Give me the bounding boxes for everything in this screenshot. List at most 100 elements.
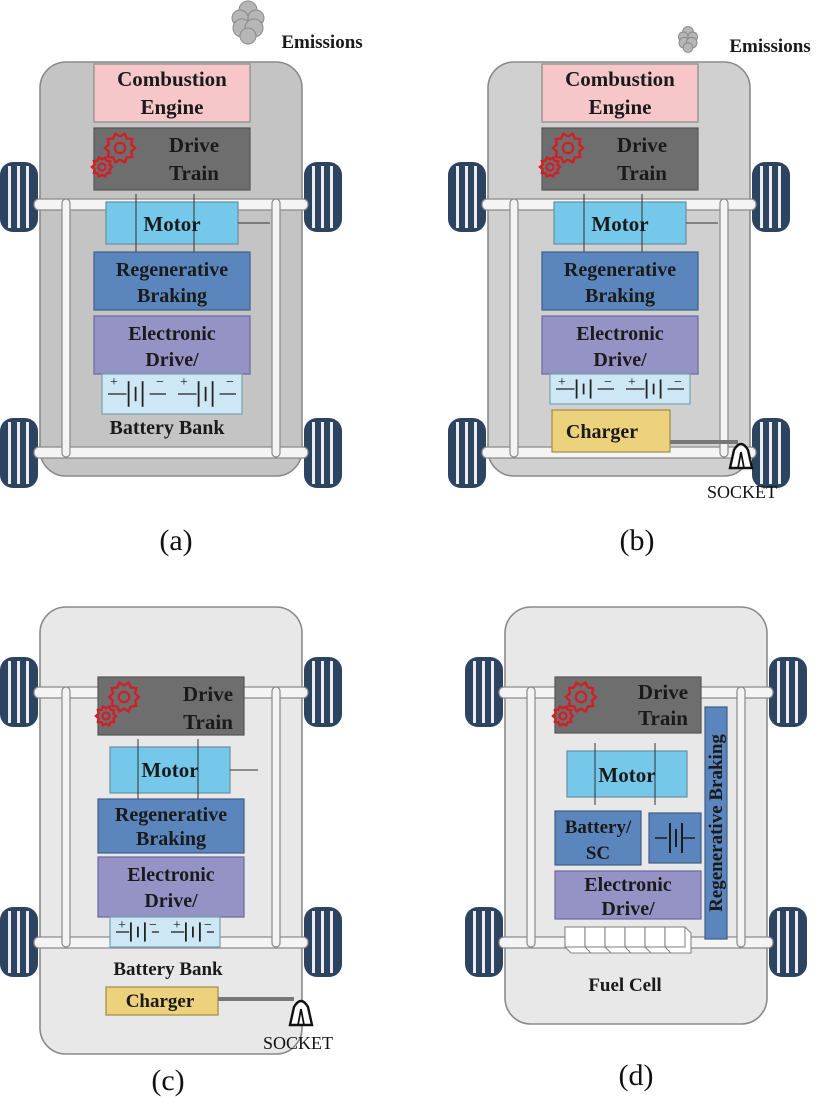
electronic-drive-block — [97, 856, 245, 918]
wheel-icon — [304, 907, 342, 977]
side-rail — [736, 686, 746, 948]
regenerative-braking-label-line-1: Regenerative — [115, 804, 227, 826]
regenerative-braking-block — [93, 251, 251, 311]
battery-minus-sign: − — [149, 918, 157, 933]
motor-label: Motor — [141, 758, 198, 782]
electronic-drive-block — [93, 315, 251, 375]
drive-train-block — [97, 676, 245, 736]
motor-label: Motor — [598, 763, 655, 787]
combustion-engine-label-line-2: Engine — [588, 95, 651, 119]
electronic-drive-label-line-2: Drive/ — [145, 349, 199, 371]
battery-plus-sign: + — [628, 375, 636, 390]
motor-block — [553, 201, 687, 245]
battery-sc-label-line-2: SC — [586, 843, 610, 864]
wheel-icon — [769, 657, 807, 727]
battery-bank-block: +−+− — [109, 916, 221, 948]
emissions-label: Emissions — [729, 36, 810, 57]
battery-minus-sign: − — [674, 375, 682, 390]
drive-train-label-line-1: Drive — [183, 682, 233, 706]
charger-label: Charger — [126, 991, 195, 1012]
wheel-icon — [769, 907, 807, 977]
battery-bank-block: +−+− — [549, 373, 691, 405]
axle — [33, 446, 309, 459]
side-rail — [271, 686, 281, 948]
battery-sc-block — [554, 810, 642, 866]
electronic-drive-block — [554, 870, 702, 920]
wheel-icon — [465, 657, 503, 727]
panel-caption: (c) — [151, 1064, 184, 1097]
fuel-cell-label: Fuel Cell — [588, 975, 661, 996]
side-rail — [61, 686, 71, 948]
battery-sc-label-line-1: Battery/ — [565, 817, 632, 838]
wheel-icon — [752, 418, 790, 488]
electronic-drive-label-line-1: Electronic — [127, 864, 215, 886]
drive-train-label-line-2: Train — [617, 161, 667, 185]
battery-plus-sign: + — [110, 375, 118, 390]
battery-plus-sign: + — [558, 375, 566, 390]
panel-a: EmissionsCombustionEngineDriveTrainMotor… — [0, 0, 363, 557]
electronic-drive-label-line-1: Electronic — [584, 874, 672, 896]
combustion-engine-block — [93, 63, 251, 123]
gear-icon — [90, 132, 137, 179]
panel-b: EmissionsCombustionEngineDriveTrainMotor… — [448, 26, 811, 557]
emissions-cloud-icon — [677, 26, 699, 53]
wheel-icon — [0, 907, 38, 977]
gear-icon — [551, 681, 598, 728]
side-rail — [509, 198, 519, 458]
battery-bank-label: Battery Bank — [110, 417, 226, 439]
combustion-engine-block — [541, 63, 699, 123]
panel-caption: (a) — [159, 524, 192, 557]
regenerative-braking-label-line-1: Regenerative — [564, 259, 676, 281]
electronic-drive-label-line-2: Drive/ — [144, 890, 198, 912]
socket-icon — [728, 442, 754, 470]
motor-block — [105, 201, 239, 245]
drive-train-label-line-2: Train — [183, 710, 233, 734]
fuel-cell-stack — [564, 926, 692, 954]
socket-label: SOCKET — [707, 482, 777, 502]
drive-train-block — [554, 676, 702, 734]
side-rail — [271, 198, 281, 458]
gear-icon — [538, 132, 585, 179]
wheel-icon — [0, 162, 38, 232]
drive-train-label-line-1: Drive — [169, 133, 219, 157]
drive-train-label-line-1: Drive — [638, 680, 688, 704]
panel-caption: (b) — [620, 524, 655, 557]
wheel-icon — [465, 907, 503, 977]
combustion-engine-label-line-1: Combustion — [117, 67, 227, 91]
motor-block — [566, 750, 688, 798]
battery-plus-sign: + — [180, 375, 188, 390]
wheel-icon — [304, 657, 342, 727]
wheel-icon — [448, 418, 486, 488]
electronic-drive-block — [541, 315, 699, 375]
wheel-icon — [0, 657, 38, 727]
motor-label: Motor — [143, 212, 200, 236]
combustion-engine-label-line-2: Engine — [140, 95, 203, 119]
panel-c: DriveTrainMotorRegenerativeBrakingElectr… — [0, 606, 342, 1097]
regenerative-braking-block — [541, 251, 699, 311]
side-rail — [526, 686, 536, 948]
emissions-label: Emissions — [281, 32, 362, 53]
charger-label: Charger — [566, 421, 638, 443]
wheel-icon — [304, 418, 342, 488]
regenerative-braking-label-line-2: Braking — [585, 285, 655, 307]
side-rail — [61, 198, 71, 458]
regenerative-braking-label: Regenerative Braking — [706, 734, 727, 912]
drive-train-label-line-2: Train — [169, 161, 219, 185]
charger-block — [551, 409, 671, 453]
wheel-icon — [0, 418, 38, 488]
battery-minus-sign: − — [226, 375, 234, 390]
regenerative-braking-block — [704, 706, 728, 940]
battery-minus-sign: − — [204, 918, 212, 933]
battery-bank-block: + − + − — [101, 373, 243, 415]
drive-train-label-line-1: Drive — [617, 133, 667, 157]
panel-caption: (d) — [619, 1059, 654, 1092]
battery-plus-sign: + — [118, 918, 126, 933]
drive-train-label-line-2: Train — [638, 706, 688, 730]
electronic-drive-label-line-1: Electronic — [128, 323, 216, 345]
battery-minus-sign: − — [156, 375, 164, 390]
wheel-icon — [752, 162, 790, 232]
electronic-drive-label-line-2: Drive/ — [601, 898, 655, 920]
emissions-cloud-icon — [231, 0, 265, 45]
